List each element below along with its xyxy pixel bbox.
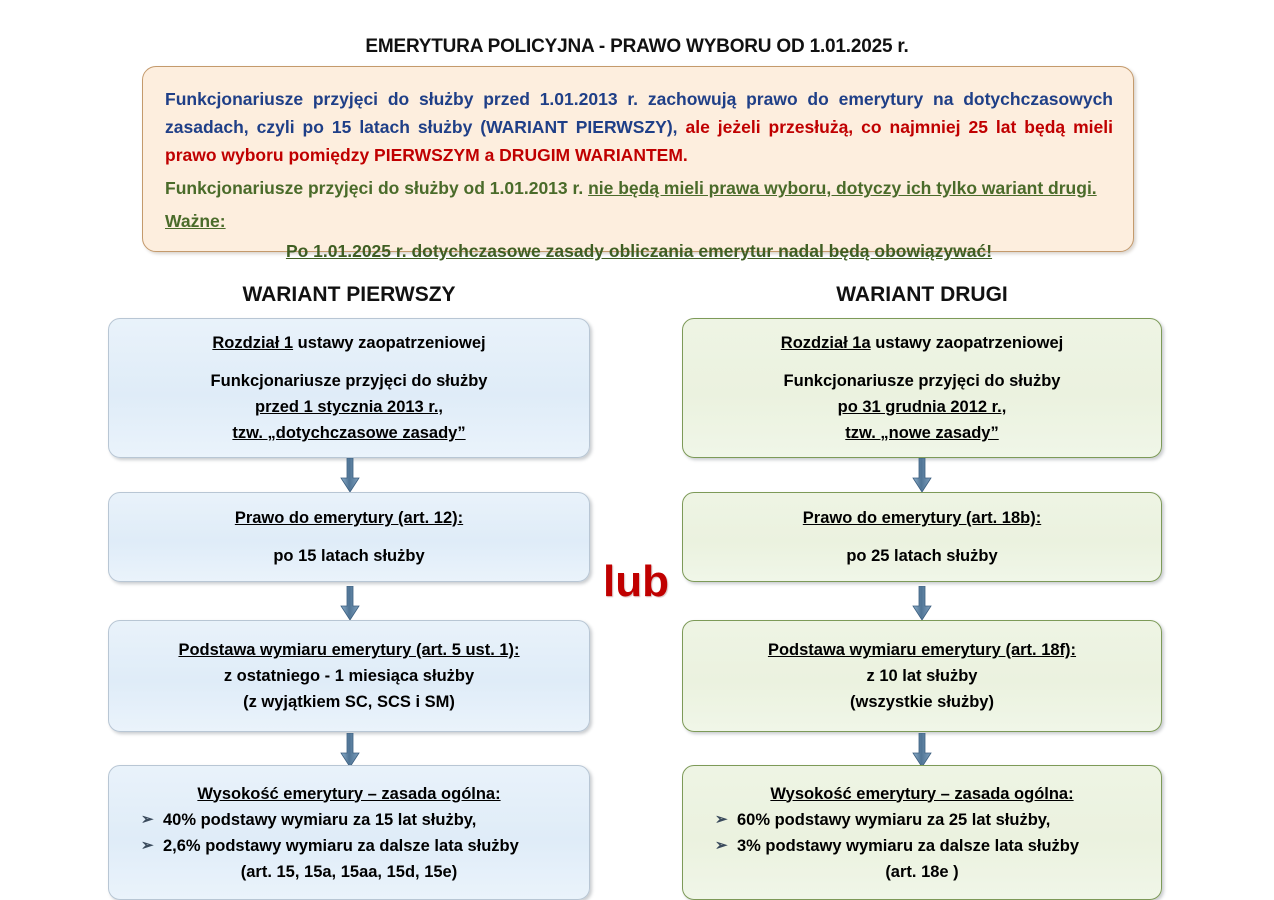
right-box3-title: Podstawa wymiaru emerytury (art. 18f): — [767, 641, 1077, 659]
right-arrow-2 — [909, 585, 935, 622]
notice-green-plain: Funkcjonariusze przyjęci do służby od 1.… — [165, 178, 589, 198]
notice-important-label: Ważne: — [165, 211, 226, 231]
left-arrow-1 — [337, 457, 363, 494]
down-arrow-icon — [340, 585, 360, 621]
spacer — [123, 531, 575, 543]
right-chapter-rest: ustawy zaopatrzeniowej — [870, 334, 1064, 352]
bullet-arrow-icon: ➢ — [715, 836, 728, 854]
left-box3-title: Podstawa wymiaru emerytury (art. 5 ust. … — [178, 641, 520, 659]
left-arrow-2 — [337, 585, 363, 622]
right-box3-line3: (wszystkie służby) — [850, 693, 994, 711]
variant-heading-left: WARIANT PIERWSZY — [242, 283, 456, 306]
right-box4-footer: (art. 18e ) — [885, 862, 959, 881]
notice-paragraph: Funkcjonariusze przyjęci do służby przed… — [165, 85, 1113, 169]
left-box-right-to-pension: Prawo do emerytury (art. 12): po 15 lata… — [108, 492, 590, 582]
notice-text-red: ale jeżeli przesłużą, co najmniej 25 lat… — [165, 117, 1113, 165]
right-box4-bullet-1: ➢ 60% podstawy wymiaru za 25 lat służby, — [697, 807, 1147, 833]
right-box-chapter: Rozdział 1a ustawy zaopatrzeniowej Funkc… — [682, 318, 1162, 458]
left-box-pension-amount: Wysokość emerytury – zasada ogólna: ➢ 40… — [108, 765, 590, 900]
down-arrow-icon — [340, 457, 360, 493]
bullet-arrow-icon: ➢ — [715, 810, 728, 828]
down-arrow-icon — [912, 585, 932, 621]
left-box4-bullet-2-text: 2,6% podstawy wymiaru za dalsze lata słu… — [163, 836, 519, 855]
right-box2-title: Prawo do emerytury (art. 18b): — [802, 509, 1042, 527]
left-box-chapter-line2: Funkcjonariusze przyjęci do służby — [210, 372, 488, 390]
right-box-chapter-line2: Funkcjonariusze przyjęci do służby — [783, 372, 1061, 390]
spacer — [123, 356, 575, 368]
left-box-chapter-line1: Rozdział 1 ustawy zaopatrzeniowej — [123, 330, 575, 356]
right-box-chapter-line3: po 31 grudnia 2012 r., — [837, 398, 1007, 416]
right-box4-bullet-2-text: 3% podstawy wymiaru za dalsze lata służb… — [737, 836, 1080, 855]
left-chapter-rest: ustawy zaopatrzeniowej — [293, 334, 486, 352]
down-arrow-icon — [340, 732, 360, 768]
notice-green-line: Funkcjonariusze przyjęci do służby od 1.… — [165, 173, 1113, 203]
right-box-right-to-pension: Prawo do emerytury (art. 18b): po 25 lat… — [682, 492, 1162, 582]
right-box3-line2: z 10 lat służby — [866, 667, 978, 685]
notice-green-underlined: nie będą mieli prawa wyboru, dotyczy ich… — [588, 178, 1097, 198]
right-arrow-3 — [909, 732, 935, 769]
right-box4-title: Wysokość emerytury – zasada ogólna: — [770, 784, 1074, 803]
spacer — [697, 356, 1147, 368]
right-arrow-1 — [909, 457, 935, 494]
connector-lub-label: lub — [603, 557, 669, 606]
right-box-pension-amount: Wysokość emerytury – zasada ogólna: ➢ 60… — [682, 765, 1162, 900]
right-box-pension-base: Podstawa wymiaru emerytury (art. 18f): z… — [682, 620, 1162, 732]
page-title: EMERYTURA POLICYJNA - PRAWO WYBORU OD 1.… — [365, 36, 909, 57]
left-box2-title: Prawo do emerytury (art. 12): — [234, 509, 464, 527]
right-box-chapter-line4: tzw. „nowe zasady” — [845, 424, 999, 442]
right-chapter-ref: Rozdział 1a — [780, 334, 871, 352]
left-box4-footer: (art. 15, 15a, 15aa, 15d, 15e) — [240, 862, 458, 881]
notice-box: Funkcjonariusze przyjęci do służby przed… — [142, 66, 1134, 261]
left-box-chapter-line4: tzw. „dotychczasowe zasady” — [232, 424, 466, 442]
left-box4-bullet-2: ➢ 2,6% podstawy wymiaru za dalsze lata s… — [123, 833, 575, 859]
left-box3-line2: z ostatniego - 1 miesiąca służby — [223, 667, 475, 685]
right-box4-bullet-1-text: 60% podstawy wymiaru za 25 lat służby, — [737, 810, 1051, 829]
down-arrow-icon — [912, 732, 932, 768]
left-box3-line3: (z wyjątkiem SC, SCS i SM) — [243, 693, 455, 711]
left-box4-bullet-1: ➢ 40% podstawy wymiaru za 15 lat służby, — [123, 807, 575, 833]
left-box4-bullet-1-text: 40% podstawy wymiaru za 15 lat służby, — [163, 810, 477, 829]
right-box4-bullet-2: ➢ 3% podstawy wymiaru za dalsze lata słu… — [697, 833, 1147, 859]
right-box-chapter-line1: Rozdział 1a ustawy zaopatrzeniowej — [697, 330, 1147, 356]
notice-text-blue: Funkcjonariusze przyjęci do służby przed… — [165, 89, 1113, 137]
spacer — [697, 531, 1147, 543]
right-box2-line2: po 25 latach służby — [846, 547, 998, 565]
left-box-chapter: Rozdział 1 ustawy zaopatrzeniowej Funkcj… — [108, 318, 590, 458]
left-chapter-ref: Rozdział 1 — [212, 334, 294, 352]
bullet-arrow-icon: ➢ — [141, 836, 154, 854]
variant-heading-right: WARIANT DRUGI — [836, 283, 1008, 306]
left-arrow-3 — [337, 732, 363, 769]
left-box2-line2: po 15 latach służby — [273, 547, 425, 565]
left-box-chapter-line3: przed 1 stycznia 2013 r., — [254, 398, 444, 416]
bullet-arrow-icon: ➢ — [141, 810, 154, 828]
notice-final-line: Po 1.01.2025 r. dotychczasowe zasady obl… — [285, 241, 993, 261]
down-arrow-icon — [912, 457, 932, 493]
left-box4-title: Wysokość emerytury – zasada ogólna: — [197, 784, 501, 803]
left-box-pension-base: Podstawa wymiaru emerytury (art. 5 ust. … — [108, 620, 590, 732]
